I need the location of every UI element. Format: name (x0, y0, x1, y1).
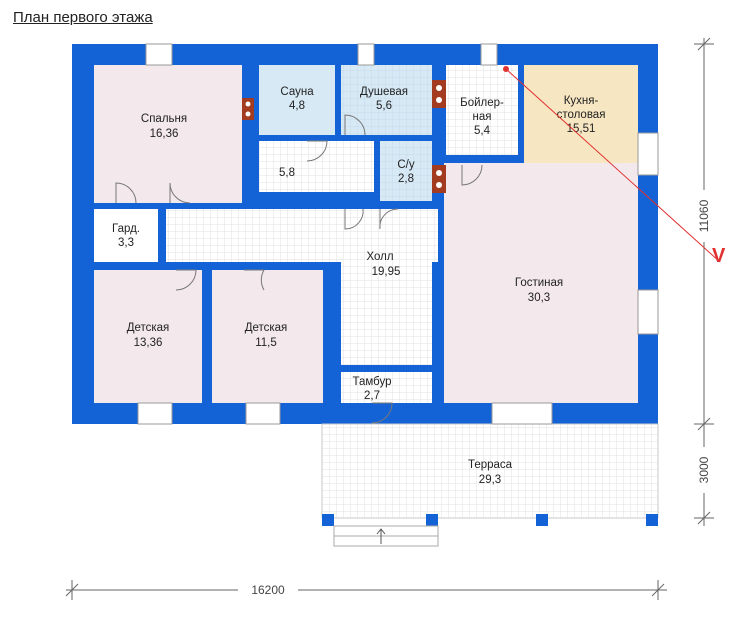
dimension-depth-label: 11060 (697, 199, 711, 232)
room-wc (380, 141, 432, 201)
corridor-area: 5,8 (279, 167, 295, 179)
kitchen-label-1: Кухня- (564, 95, 599, 107)
watermark-line (505, 68, 721, 263)
room-holl-upper (166, 209, 438, 262)
room-spalnya (94, 65, 242, 203)
detskaya1-area: 13,36 (134, 337, 163, 349)
dushevaya-area: 5,6 (376, 100, 392, 112)
terrace-post (322, 514, 334, 526)
room-boiler (446, 65, 518, 155)
tambur-label: Тамбур (352, 376, 391, 388)
detskaya2-label: Детская (245, 322, 288, 334)
terrace (321, 423, 659, 519)
room-detskaya2 (212, 270, 323, 403)
boiler-label-2: ная (473, 111, 492, 123)
dimension-terrace-label: 3000 (697, 456, 711, 483)
terrasa-area: 29,3 (479, 474, 501, 486)
room-detskaya1 (94, 270, 202, 403)
doors (115, 114, 483, 424)
windows (137, 43, 659, 425)
room-gard (94, 209, 158, 262)
boiler-label-1: Бойлер- (460, 97, 504, 109)
terrace-post (426, 514, 438, 526)
boiler-area: 5,4 (474, 125, 491, 137)
sauna-area: 4,8 (289, 100, 305, 112)
room-kitchen (524, 65, 638, 163)
gard-area: 3,3 (118, 237, 134, 249)
gostinaya-area: 30,3 (528, 292, 550, 304)
terrace-post (536, 514, 548, 526)
watermark-dot (503, 66, 509, 72)
dushevaya-label: Душевая (360, 86, 408, 98)
tambur-area: 2,7 (364, 390, 380, 402)
spalnya-label: Спальня (141, 113, 187, 125)
detskaya1-label: Детская (127, 322, 170, 334)
gostinaya-label: Гостиная (515, 277, 563, 289)
room-sauna (259, 65, 335, 135)
dimension-depth (694, 37, 714, 526)
kitchen-area: 15,51 (567, 123, 596, 135)
detskaya2-area: 11,5 (255, 337, 277, 349)
holl-area: 19,95 (372, 266, 401, 278)
watermark-text: V (712, 245, 726, 267)
sauna-label: Сауна (280, 86, 314, 98)
kitchen-label-2: столовая (557, 109, 606, 121)
page-title: План первого этажа (13, 9, 153, 26)
room-holl-lower (341, 262, 432, 365)
dimension-width (65, 580, 667, 600)
terrasa-label: Терраса (468, 459, 513, 471)
gard-label: Гард. (112, 223, 140, 235)
dimension-width-label: 16200 (251, 583, 285, 597)
terrace-post (646, 514, 658, 526)
room-gostinaya (444, 163, 638, 403)
room-dushevaya (341, 65, 432, 135)
wc-label: С/у (397, 159, 415, 171)
holl-label: Холл (366, 251, 393, 263)
room-tambur (341, 372, 432, 403)
wc-area: 2,8 (398, 173, 414, 185)
vent-blocks (242, 80, 446, 193)
room-corridor (259, 141, 374, 192)
spalnya-area: 16,36 (150, 128, 179, 140)
